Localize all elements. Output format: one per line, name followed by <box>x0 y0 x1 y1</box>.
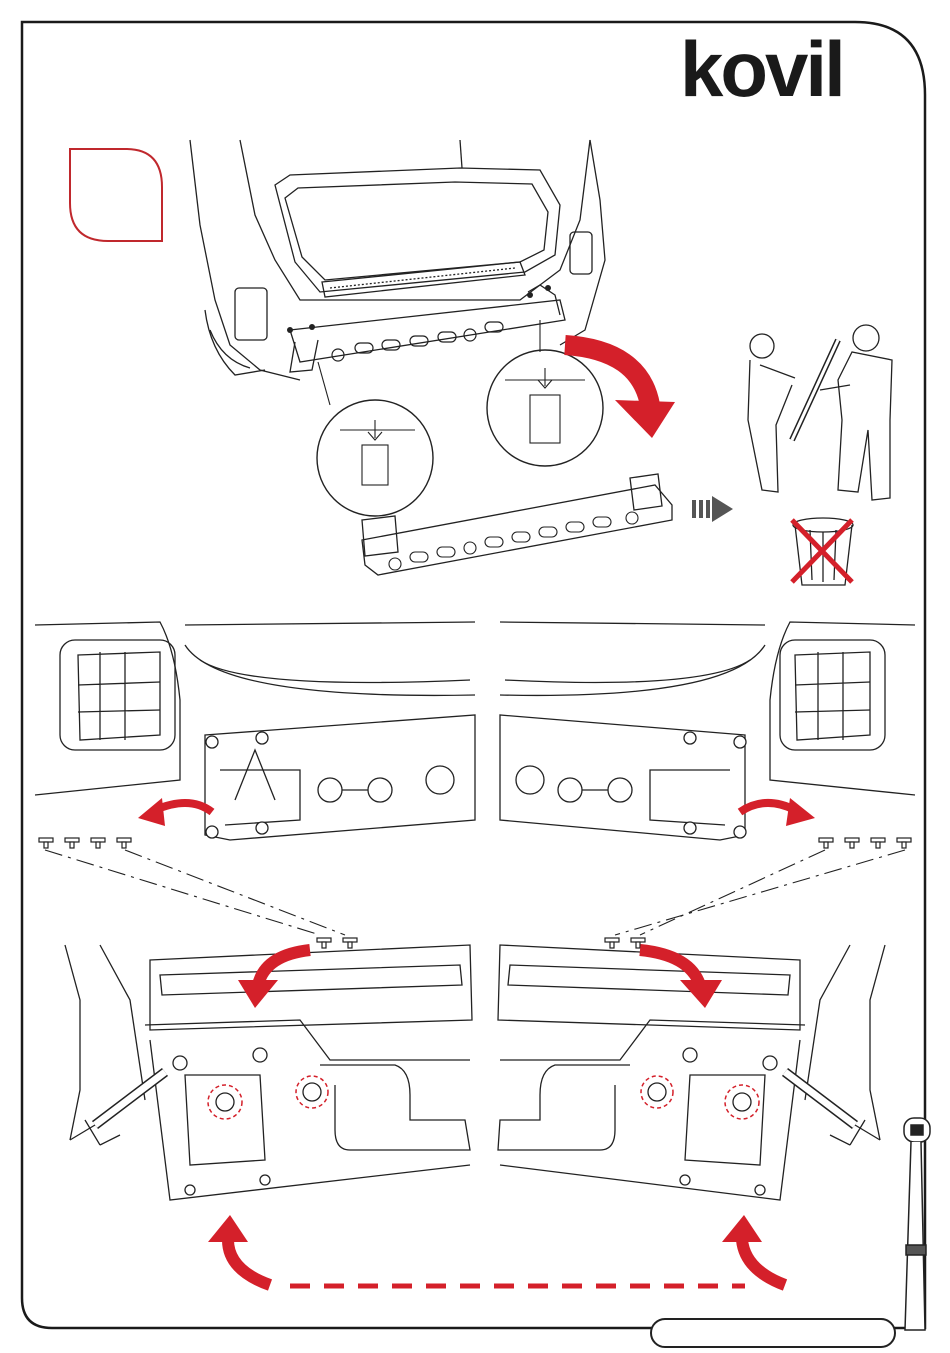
torque-wrench-icon <box>904 1118 930 1330</box>
page-number-box <box>650 1318 896 1348</box>
